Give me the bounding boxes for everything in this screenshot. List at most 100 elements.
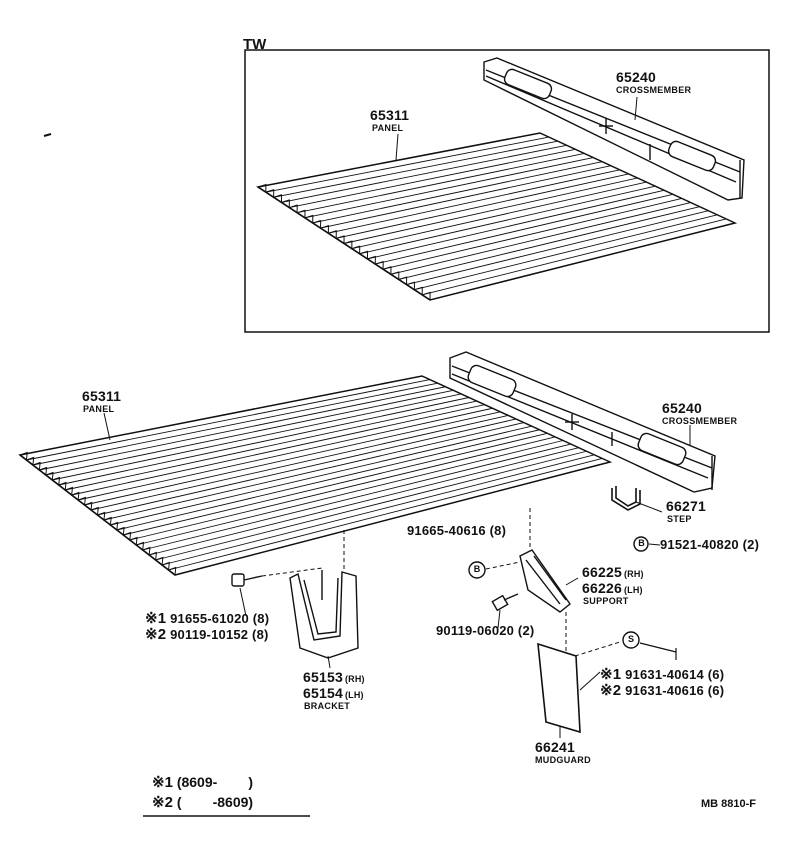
- panel-rib: [123, 432, 548, 536]
- stray-mark: [43, 133, 52, 137]
- bracket-bolt-2-mark: ※2: [145, 626, 167, 643]
- panel-rib: [289, 148, 576, 208]
- drawing-reference: MB 8810-F: [701, 798, 757, 810]
- bracket-lh-num: 65154: [303, 685, 343, 701]
- bracket-bolt-drawing: [231, 573, 263, 587]
- tw-panel-name: PANEL: [372, 123, 404, 133]
- step-name: STEP: [667, 514, 692, 524]
- panel-rib: [90, 414, 509, 511]
- panel-rib: [103, 422, 524, 521]
- panel-rib: [78, 407, 493, 501]
- support-drawing: [519, 549, 571, 613]
- panel-rib: [129, 436, 556, 541]
- panel-rib: [281, 144, 567, 203]
- panel-rib: [390, 202, 691, 275]
- panel-rib: [45, 389, 454, 476]
- panel-rib: [367, 189, 665, 260]
- tw-crossmember-name: CROSSMEMBER: [616, 85, 692, 95]
- bracket-lh-side: (LH): [344, 690, 364, 700]
- panel-rib: [297, 153, 585, 214]
- panel-rib: [97, 418, 517, 516]
- mudguard-bolt-2: ※2 91631-40616 (6): [600, 683, 724, 698]
- inset-frame: [244, 49, 770, 333]
- panel-rib: [65, 400, 477, 491]
- mudguard-name: MUDGUARD: [535, 755, 591, 765]
- legend-row-2-text: ( -8609): [176, 794, 254, 810]
- panel-rib: [110, 425, 532, 526]
- tw-leaders: [395, 96, 638, 161]
- mudguard-fastener-marker: S: [627, 634, 634, 644]
- step-number: 66271: [666, 498, 706, 514]
- bracket-bolt-1-partno: 91655-61020 (8): [170, 611, 270, 626]
- mudguard-fastener-drawing: [639, 642, 677, 660]
- marker-b-support: [468, 561, 486, 579]
- panel-number: 65311: [82, 388, 122, 404]
- leader-lines: [103, 412, 691, 738]
- bracket-rh-side: (RH): [344, 674, 365, 684]
- bracket-rh-number: 65153(RH): [303, 670, 365, 684]
- support-rh-num: 66225: [582, 564, 622, 580]
- mudguard-bolt-2-mark: ※2: [600, 682, 622, 699]
- tw-panel-number: 65311: [370, 107, 410, 123]
- panel-rib: [149, 447, 579, 556]
- panel-rib: [116, 429, 540, 531]
- panel-rib: [406, 210, 709, 286]
- marker-s-mudguard: [622, 631, 640, 649]
- bracket-drawing: [289, 570, 359, 659]
- panel-rib: [32, 382, 438, 466]
- panel-rib: [142, 443, 571, 551]
- legend-row-1-text: (8609- ): [176, 774, 254, 790]
- panel-rib: [155, 450, 587, 561]
- bracket-bolt-1-mark: ※1: [145, 610, 167, 627]
- step-bolt-partno: 91521-40820 (2): [660, 537, 760, 552]
- assembly-lines: [261, 508, 621, 657]
- bracket-rh-num: 65153: [303, 669, 343, 685]
- bracket-bolt-2-partno: 90119-10152 (8): [170, 627, 269, 642]
- panel-rib: [161, 454, 595, 566]
- panel-rib: [382, 198, 682, 270]
- mudguard-number: 66241: [535, 739, 575, 755]
- support-lh-number: 66226(LH): [582, 581, 643, 595]
- panel-rib: [414, 214, 718, 291]
- panel-name: PANEL: [83, 404, 115, 414]
- panel-rib: [273, 140, 558, 198]
- panel-rib: [58, 397, 470, 486]
- mudguard-bolt-1: ※1 91631-40614 (6): [600, 667, 724, 682]
- panel-rib: [429, 222, 735, 300]
- panel-rib: [258, 133, 541, 188]
- panel-rib: [375, 193, 674, 265]
- panel-rib: [71, 404, 485, 496]
- support-name: SUPPORT: [583, 596, 629, 606]
- inset-tag: TW: [243, 36, 267, 53]
- support-lh-num: 66226: [582, 580, 622, 596]
- bracket-bolt-2: ※2 90119-10152 (8): [145, 627, 269, 642]
- panel-rib: [320, 165, 612, 229]
- crossmember-drawing: [449, 351, 716, 493]
- support-screw-partno: 90119-06020 (2): [436, 623, 535, 638]
- tw-panel-drawing: [256, 132, 738, 301]
- legend-row-2-mark: ※2: [152, 794, 173, 811]
- support-bolt-partno: 91665-40616 (8): [407, 523, 507, 538]
- panel-rib: [328, 169, 620, 234]
- support-lh-side: (LH): [623, 585, 643, 595]
- panel-rib: [351, 181, 647, 250]
- marker-b-step: [633, 536, 649, 552]
- panel-rib: [84, 411, 501, 506]
- step-bolt-marker: B: [638, 538, 645, 548]
- support-rh-side: (RH): [623, 569, 644, 579]
- bracket-lh-number: 65154(LH): [303, 686, 364, 700]
- support-screw-drawing: [491, 593, 519, 612]
- panel-rib: [168, 457, 603, 571]
- panel-rib: [398, 206, 700, 280]
- panel-rib: [304, 157, 594, 219]
- mudguard-bolt-1-mark: ※1: [600, 666, 622, 683]
- mudguard-bolt-1-partno: 91631-40614 (6): [625, 667, 725, 682]
- panel-rib: [52, 393, 462, 481]
- panel-rib: [136, 440, 564, 546]
- legend-row-1-mark: ※1: [152, 774, 173, 791]
- step-drawing: [611, 486, 641, 511]
- crossmember-name: CROSSMEMBER: [662, 416, 738, 426]
- bracket-name: BRACKET: [304, 701, 351, 711]
- crossmember-number: 65240: [662, 400, 702, 416]
